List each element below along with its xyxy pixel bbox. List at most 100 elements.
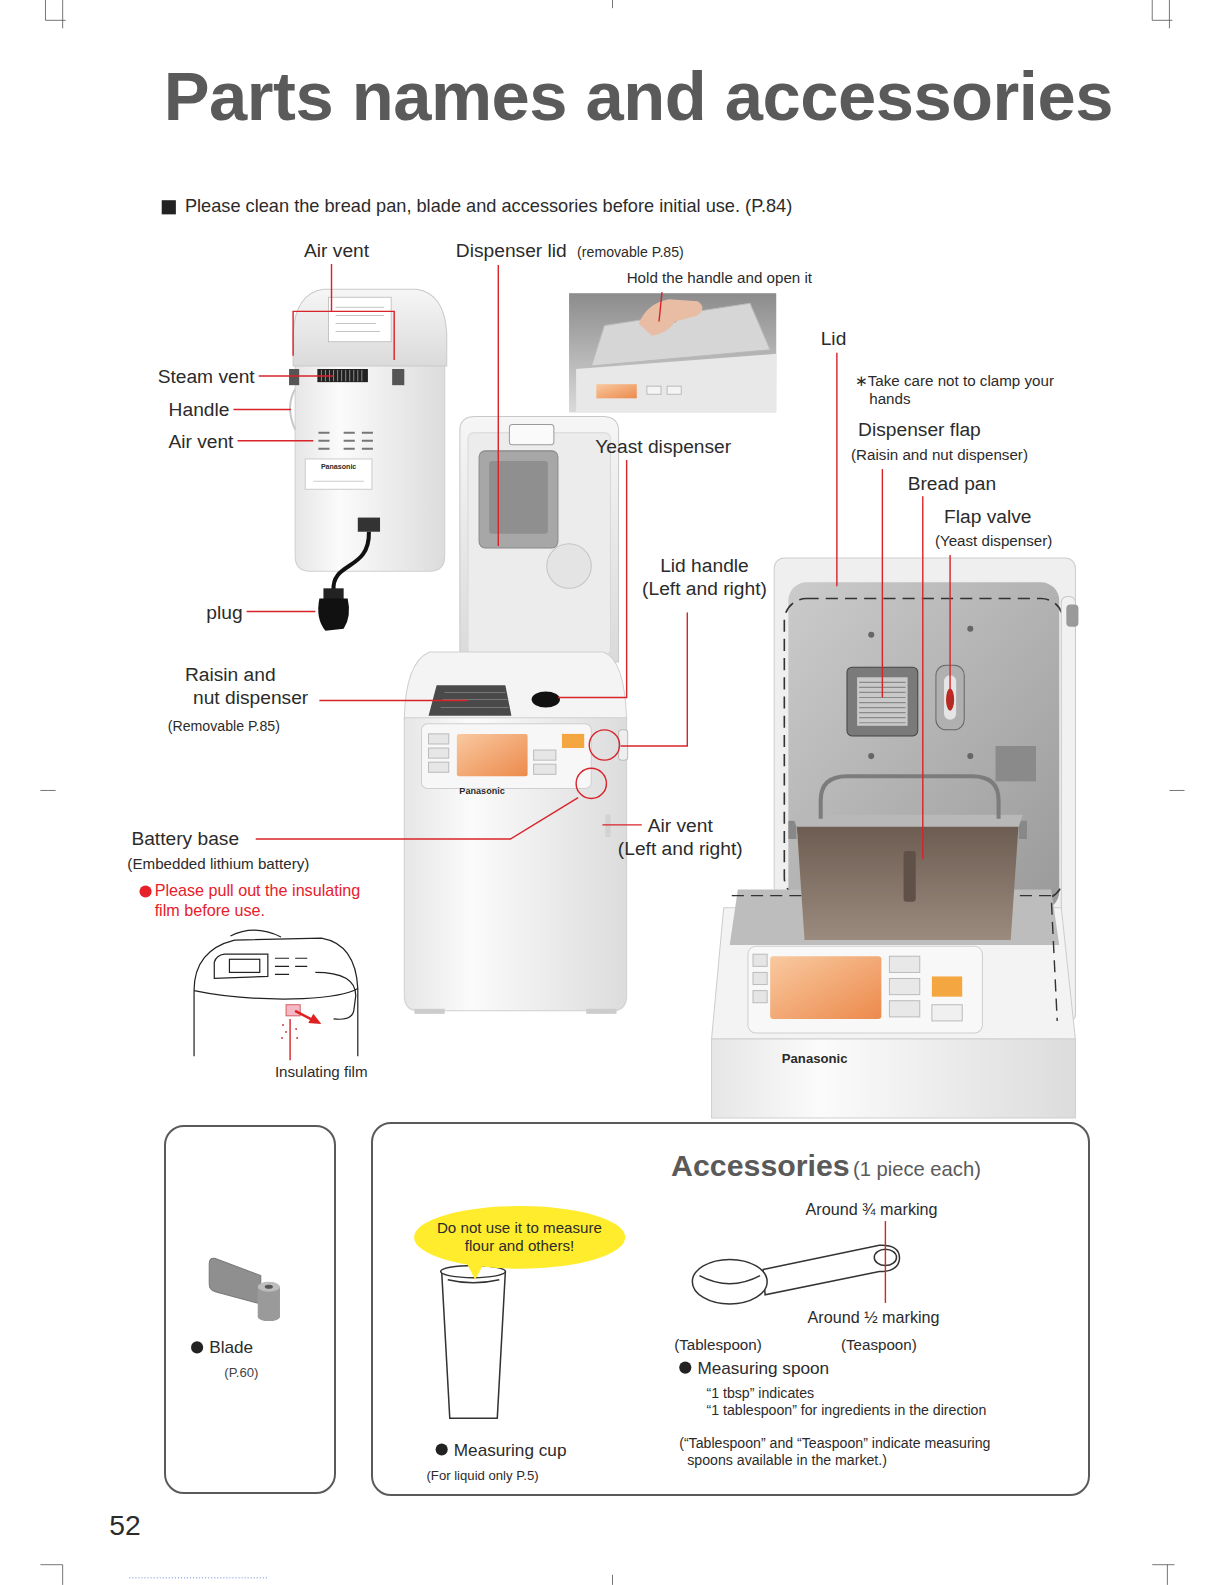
part-note: (Yeast dispenser) [935, 532, 1052, 550]
bread-maker-open [429, 748, 449, 758]
photo-inset [569, 293, 776, 412]
instruction-note: Hold the handle and open it [627, 269, 812, 287]
text-line: Do not use it to measure [437, 1219, 602, 1237]
bullets [679, 1362, 691, 1374]
photo-inset [667, 386, 681, 394]
bread-maker-main [932, 976, 962, 996]
film-dots [282, 1024, 284, 1026]
bread-maker-main [792, 815, 1022, 827]
part-note: (Raisin and nut dispenser) [851, 446, 1028, 464]
part-name: Bread pan [908, 472, 997, 495]
bread-maker-back [358, 518, 380, 532]
page-ref: (removable P.85) [577, 244, 684, 261]
part-name: Measuring spoon [697, 1358, 829, 1379]
part-name: Raisin and nut dispenser [185, 663, 308, 709]
brand-logo: Panasonic [459, 786, 505, 797]
text-line: “1 tablespoon” for ingredients in the di… [706, 1402, 986, 1419]
bread-maker-back [333, 532, 368, 591]
brand-logo: Panasonic [782, 1051, 848, 1067]
leader-lines [659, 292, 662, 321]
bread-maker-open [605, 815, 610, 837]
part-name: Air vent [304, 239, 369, 262]
leader-lines [498, 265, 499, 546]
leader-lines [602, 824, 641, 825]
marking-label: Around ¾ marking [806, 1200, 938, 1219]
insulating-film-sketch [315, 972, 355, 1019]
part-name: Measuring cup [454, 1440, 567, 1461]
bread-maker-main [868, 632, 874, 638]
part-name: Lid handle (Left and right) [642, 554, 767, 600]
bread-maker-back [305, 459, 372, 489]
bubble-fill [414, 1206, 625, 1269]
bread-maker-main [996, 746, 1036, 781]
text-line: “1 tbsp” indicates [706, 1385, 986, 1402]
text-line: film before use. [155, 901, 361, 920]
bread-maker-back [293, 289, 447, 366]
text-line: Raisin and [185, 663, 308, 686]
bread-maker-main [889, 978, 919, 994]
bread-maker-back [392, 369, 404, 385]
measuring-spoon-figure [699, 1276, 760, 1284]
insulating-film [286, 1005, 300, 1016]
pull-arrow-head [308, 1014, 321, 1024]
photo-inset [639, 299, 703, 335]
part-name: Blade [209, 1337, 253, 1358]
crop-marks [129, 1577, 267, 1578]
bread-maker-back [328, 297, 391, 341]
text-line: Lid handle [642, 554, 767, 577]
bread-maker-back [289, 289, 447, 631]
bread-maker-open [429, 762, 449, 772]
leader-lines [558, 460, 627, 698]
bread-maker-open [404, 417, 627, 1014]
bread-maker-back [289, 369, 299, 385]
bread-maker-main [796, 821, 1018, 940]
leader-lines [256, 798, 578, 839]
leader-lines [922, 496, 923, 859]
instruction-note: Please clean the bread pan, blade and ac… [185, 196, 792, 218]
accessory-panel: Blade(P.60) [164, 1125, 336, 1494]
panel-subheading: (1 piece each) [853, 1157, 981, 1181]
leader-lines [293, 264, 394, 360]
text-line: Air vent [618, 814, 743, 837]
bread-maker-open [414, 1009, 444, 1014]
bread-maker-open [547, 544, 591, 588]
measuring-cup-figure [441, 1266, 506, 1419]
insulating-film-sketch [230, 930, 281, 937]
leader-lines [233, 409, 291, 410]
bullets [191, 1341, 203, 1353]
blade-figure [209, 1258, 261, 1304]
bread-maker-main [753, 972, 767, 984]
measuring-cup-figure [448, 1280, 500, 1283]
crop-marks [1152, 1565, 1174, 1585]
leader-lines [949, 555, 950, 698]
leader-lines [836, 353, 837, 586]
measuring-spoon-figure [763, 1245, 899, 1295]
blade-figure [258, 1313, 280, 1321]
part-name: Steam vent [158, 365, 255, 388]
page-ref: (Removable P.85) [168, 718, 280, 735]
usage-note: “1 tbsp” indicates “1 tablespoon” for in… [706, 1385, 986, 1419]
leader-lines [576, 768, 606, 798]
text-line: hands [855, 390, 1054, 408]
bread-maker-main [868, 753, 874, 759]
bread-maker-open [479, 451, 558, 548]
crop-marks [1152, 0, 1172, 28]
bullets [436, 1443, 448, 1455]
marking-label: Around ½ marking [808, 1308, 940, 1327]
bread-maker-main [967, 753, 973, 759]
film-dots [285, 1031, 287, 1033]
leader-lines [589, 730, 619, 760]
insulating-film-sketch [275, 958, 307, 974]
leader-lines [247, 611, 316, 612]
measuring-spoon-figure [692, 1259, 767, 1303]
bread-maker-open [404, 652, 626, 720]
text-line: (Left and right) [618, 837, 743, 860]
photo-inset [569, 293, 776, 412]
bread-maker-main [889, 1001, 919, 1017]
bread-maker-open [457, 734, 528, 776]
leader-lines [289, 1019, 290, 1060]
page-number: 52 [109, 1509, 140, 1543]
part-name: (Tablespoon) [674, 1336, 762, 1354]
